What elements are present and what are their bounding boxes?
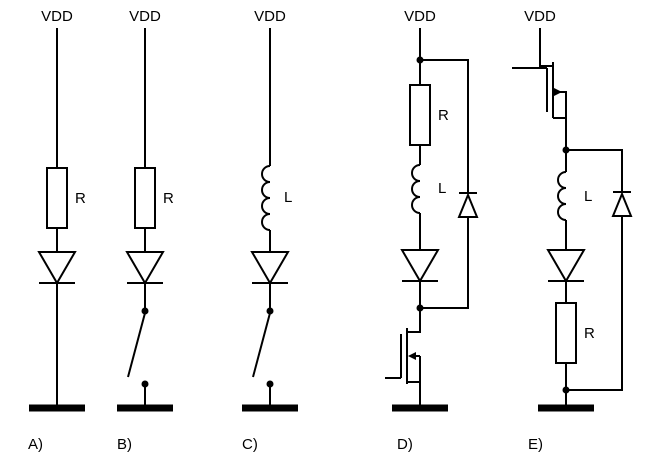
- diode-triangle: [37, 251, 77, 285]
- inductor-symbol: [557, 171, 567, 221]
- circuit-d: VDD R L D): [385, 8, 479, 453]
- switch-bottom-contact: [141, 380, 149, 388]
- inductor-symbol: [261, 165, 271, 231]
- freewheel-diode-triangle: [457, 192, 479, 218]
- switch-symbol: [127, 307, 149, 388]
- resistor-label: R: [584, 325, 595, 342]
- circuit-caption: A): [28, 436, 43, 453]
- diode-symbol: [400, 249, 440, 283]
- diode-triangle: [250, 251, 290, 285]
- switch-top-contact: [141, 307, 149, 315]
- vdd-label: VDD: [404, 8, 436, 25]
- switch-lever: [127, 312, 146, 378]
- vdd-label: VDD: [254, 8, 286, 25]
- vdd-label: VDD: [41, 8, 73, 25]
- resistor-label: R: [438, 107, 449, 124]
- junction-dot: [562, 386, 570, 394]
- diode-triangle: [125, 251, 165, 285]
- switch-symbol: [252, 307, 274, 388]
- diode-symbol: [125, 251, 165, 285]
- circuit-a: VDD R A): [28, 8, 86, 453]
- circuit-caption: E): [528, 436, 543, 453]
- freewheel-diode-triangle: [611, 191, 633, 217]
- circuit-caption: D): [397, 436, 413, 453]
- diode-triangle: [546, 249, 586, 283]
- junction-dot: [562, 146, 570, 154]
- nmos-transistor-symbol: [385, 328, 420, 384]
- circuit-b: VDD R B): [117, 8, 174, 453]
- freewheel-diode-symbol: [457, 192, 479, 218]
- circuit-caption: B): [117, 436, 132, 453]
- pmos-arrow-icon: [554, 88, 562, 96]
- switch-lever: [252, 312, 271, 378]
- pmos-body-stub: [560, 91, 567, 118]
- junction-dot: [416, 304, 424, 312]
- freewheel-diode-symbol: [611, 191, 633, 217]
- resistor-symbol: [409, 84, 431, 146]
- circuit-c: VDD L C): [242, 8, 298, 453]
- diode-symbol: [37, 251, 77, 285]
- nmos-arrow-icon: [408, 352, 416, 360]
- freewheel-branch-wire: [420, 59, 469, 309]
- resistor-symbol: [134, 167, 156, 229]
- inductor-label: L: [438, 180, 446, 197]
- inductor-label: L: [584, 188, 592, 205]
- inductor-symbol: [411, 164, 421, 214]
- diode-symbol: [250, 251, 290, 285]
- resistor-symbol: [46, 167, 68, 229]
- vdd-label: VDD: [129, 8, 161, 25]
- switch-bottom-contact: [266, 380, 274, 388]
- vdd-label: VDD: [524, 8, 556, 25]
- resistor-label: R: [75, 190, 86, 207]
- resistor-symbol: [555, 302, 577, 364]
- circuit-e: VDD L R E): [512, 8, 633, 453]
- junction-dot: [416, 56, 424, 64]
- pmos-transistor-symbol: [512, 62, 567, 118]
- diode-symbol: [546, 249, 586, 283]
- switch-top-contact: [266, 307, 274, 315]
- circuit-caption: C): [242, 436, 258, 453]
- inductor-label: L: [284, 189, 292, 206]
- diode-triangle: [400, 249, 440, 283]
- resistor-label: R: [163, 190, 174, 207]
- freewheel-branch-wire: [566, 149, 623, 391]
